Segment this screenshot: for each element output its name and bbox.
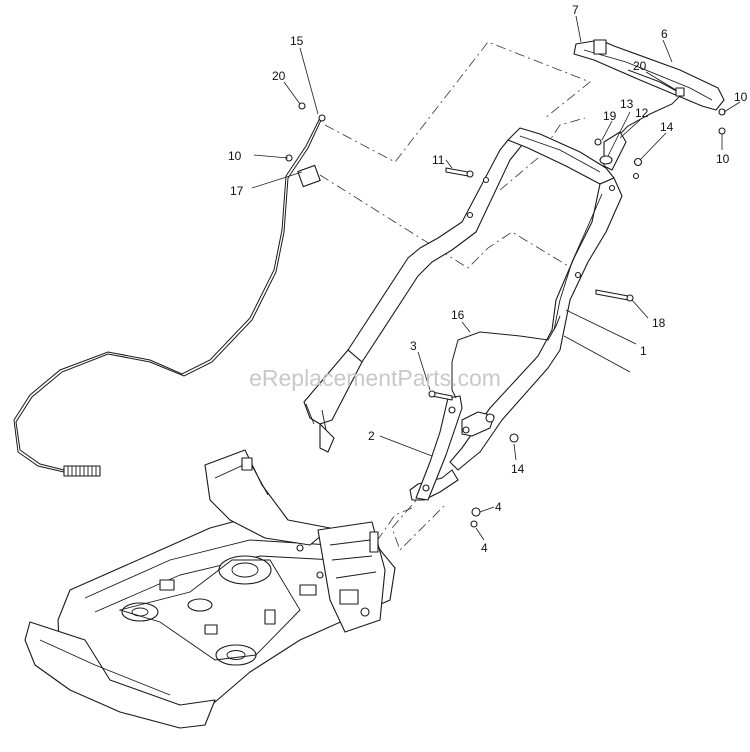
- bracket-hardware: [594, 131, 643, 180]
- callout-4: 4: [481, 541, 488, 555]
- leader-lines: [251, 15, 741, 541]
- mower-deck: [24, 449, 396, 729]
- callout-3: 3: [410, 339, 417, 353]
- callout-4: 4: [495, 500, 502, 514]
- fasteners: [428, 167, 634, 528]
- callout-14: 14: [511, 462, 525, 476]
- callout-6: 6: [661, 27, 668, 41]
- callout-18: 18: [652, 316, 666, 330]
- callout-14: 14: [660, 120, 674, 134]
- callout-20: 20: [633, 59, 647, 73]
- callout-10: 10: [716, 152, 730, 166]
- control-cables: [13, 102, 561, 477]
- callout-11: 11: [432, 153, 445, 167]
- callout-19: 19: [603, 109, 617, 123]
- callout-16: 16: [451, 308, 465, 322]
- callout-1: 1: [640, 344, 647, 358]
- callout-10: 10: [734, 90, 748, 104]
- lower-bracket-2: [415, 395, 495, 501]
- control-bail: [573, 39, 726, 159]
- callout-7: 7: [572, 3, 579, 17]
- watermark-text: eReplacementParts.com: [249, 365, 501, 391]
- callout-labels: 1 2 3 4 4 6 7 10 10 10 11 12 13 14 14 15…: [228, 3, 748, 555]
- callout-17: 17: [230, 184, 244, 198]
- callout-12: 12: [635, 106, 649, 120]
- alignment-lines: [319, 41, 591, 551]
- callout-2: 2: [368, 429, 375, 443]
- callout-13: 13: [620, 97, 634, 111]
- callout-20: 20: [272, 69, 286, 83]
- callout-15: 15: [290, 34, 304, 48]
- callout-10: 10: [228, 149, 242, 163]
